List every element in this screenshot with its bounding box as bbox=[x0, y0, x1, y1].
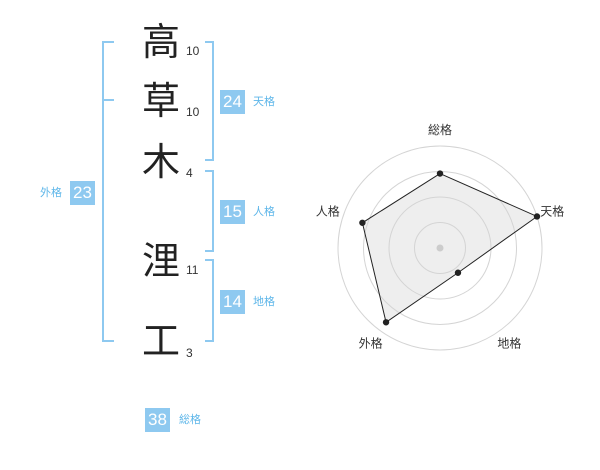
stroke-count-1: 10 bbox=[186, 44, 200, 58]
radar-value-area bbox=[362, 173, 538, 323]
radar-point-1 bbox=[436, 170, 444, 177]
radar-point-3 bbox=[454, 269, 462, 276]
radar-axis-label-2: 天格 bbox=[540, 204, 564, 219]
radar-axis-label-5: 人格 bbox=[316, 204, 340, 219]
gaikaku-bracket bbox=[102, 41, 114, 342]
soukaku-label: 総格 bbox=[179, 413, 201, 426]
jinkaku-value: 15 bbox=[220, 200, 245, 224]
radar-point-5 bbox=[359, 219, 366, 226]
name-char-3: 木 bbox=[141, 140, 180, 184]
tenkaku-label: 天格 bbox=[253, 95, 275, 108]
stroke-count-5: 3 bbox=[186, 346, 193, 360]
jinkaku-label: 人格 bbox=[253, 205, 275, 218]
radar-point-2 bbox=[533, 213, 541, 220]
tenkaku-value: 24 bbox=[220, 90, 245, 114]
name-char-5: 工 bbox=[141, 319, 180, 363]
radar-axis-label-1: 総格 bbox=[428, 122, 452, 137]
soukaku-value: 38 bbox=[145, 408, 170, 432]
chikaku-bracket bbox=[205, 259, 214, 342]
name-char-2: 草 bbox=[141, 79, 180, 123]
radar-ring bbox=[388, 196, 492, 300]
stroke-count-4: 11 bbox=[186, 263, 199, 277]
name-char-4: 浬 bbox=[141, 239, 180, 283]
gaikaku-bracket-tick bbox=[104, 99, 114, 101]
radar-center-dot bbox=[436, 244, 444, 252]
radar-ring bbox=[414, 222, 466, 274]
gaikaku-label: 外格 bbox=[40, 186, 62, 199]
name-char-1: 高 bbox=[141, 20, 180, 64]
stroke-count-3: 4 bbox=[186, 166, 193, 180]
chikaku-value: 14 bbox=[220, 290, 245, 314]
stroke-count-2: 10 bbox=[186, 105, 200, 119]
radar-value-outline bbox=[361, 172, 539, 324]
radar-point-4 bbox=[382, 319, 390, 326]
gaikaku-value: 23 bbox=[70, 181, 95, 205]
chikaku-label: 地格 bbox=[253, 295, 275, 308]
radar-axis-label-4: 外格 bbox=[359, 335, 383, 350]
tenkaku-bracket bbox=[205, 41, 214, 161]
jinkaku-bracket bbox=[205, 170, 214, 252]
radar-axis-label-3: 地格 bbox=[497, 335, 521, 350]
